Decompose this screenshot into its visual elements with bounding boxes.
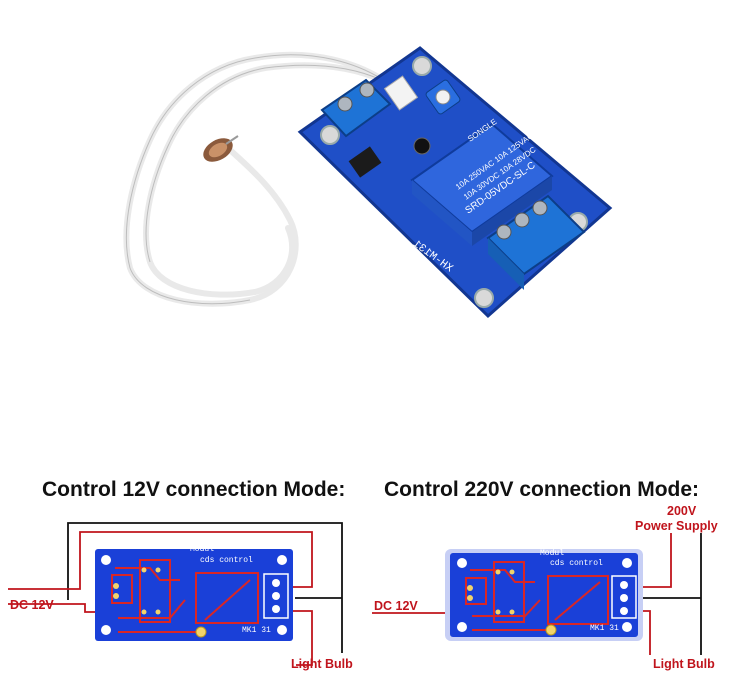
product-photo: SONGLE 10A 250VAC 10A 125VAC 10A 30VDC 1… <box>123 46 613 319</box>
board-module-text-right: Modul <box>540 549 564 558</box>
dc-12v-label-right: DC 12V <box>374 599 418 613</box>
dc-12v-label-left: DC 12V <box>10 598 54 612</box>
board-module-text-left: Modul <box>190 545 214 554</box>
wiring-diagrams: Modul cds control MK1 31 DC 12V Light Bu… <box>8 505 718 671</box>
power-supply-label: Power Supply <box>635 519 718 533</box>
light-bulb-label-left: Light Bulb <box>291 657 353 671</box>
schematic-board-right: Modul cds control MK1 31 <box>445 549 643 641</box>
output-screw-terminal <box>486 194 586 290</box>
heading-220v-mode: Control 220V connection Mode: <box>384 478 700 501</box>
relay: SONGLE 10A 250VAC 10A 125VAC 10A 30VDC 1… <box>410 117 554 246</box>
black-wire-left <box>67 522 343 653</box>
board-model-text-left: MK1 31 <box>242 626 271 635</box>
diagram-220v-mode: Modul cds control MK1 31 DC 12V 200V Pow… <box>372 505 718 671</box>
light-bulb-label-right: Light Bulb <box>653 657 715 671</box>
potentiometer <box>425 79 461 115</box>
board-model-text-right: MK1 31 <box>590 624 619 633</box>
sensor-connector <box>383 75 419 111</box>
comparator-chip <box>348 146 382 178</box>
heading-12v-mode: Control 12V connection Mode: <box>42 478 346 501</box>
board-cds-text-right: cds control <box>550 559 603 568</box>
diagram-12v-mode: Modul cds control MK1 31 DC 12V Light Bu… <box>8 522 353 671</box>
red-wire-left <box>8 531 313 590</box>
input-screw-terminal <box>320 78 392 138</box>
relay-module-board: SONGLE 10A 250VAC 10A 125VAC 10A 30VDC 1… <box>297 46 613 319</box>
photoresistor <box>203 135 239 162</box>
schematic-board-left: Modul cds control MK1 31 <box>95 545 293 641</box>
power-supply-voltage-label: 200V <box>667 505 697 518</box>
board-cds-text-left: cds control <box>200 556 253 565</box>
